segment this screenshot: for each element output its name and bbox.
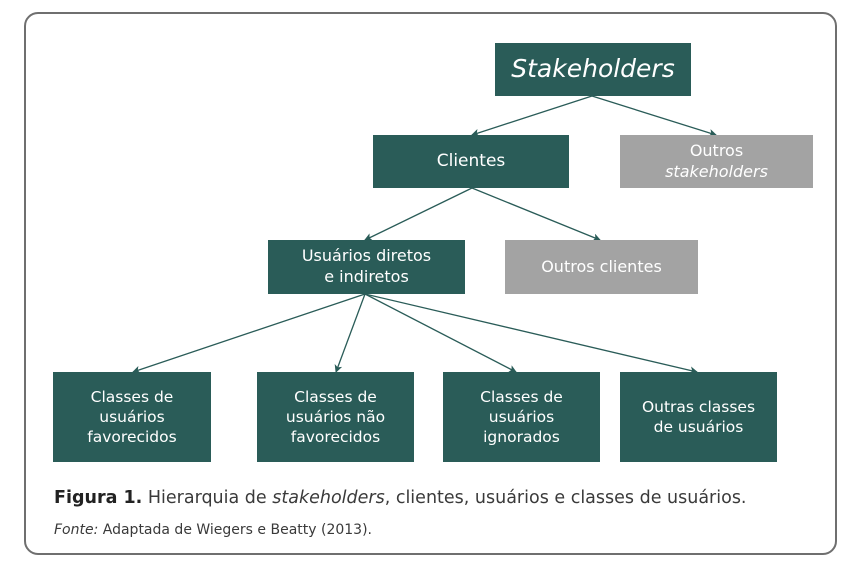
node-classes-ignorados-line3: ignorados <box>483 428 560 447</box>
node-classes-nao-favorecidos-line1: Classes de <box>294 387 377 406</box>
caption-label: Figura 1. <box>54 488 143 508</box>
node-outros-stakeholders: Outros stakeholders <box>620 135 813 188</box>
node-outras-classes-line2: de usuários <box>653 418 744 436</box>
node-clientes: Clientes <box>373 135 569 188</box>
node-outras-classes: Outras classes de usuários <box>620 372 777 462</box>
node-classes-favorecidos-line1: Classes de <box>90 387 174 406</box>
node-classes-favorecidos-line3: favorecidos <box>87 428 177 447</box>
node-classes-favorecidos: Classes de usuários favorecidos <box>53 372 211 462</box>
edge-stakeholders-outros-stakeholders <box>591 95 717 137</box>
edge-clientes-outros-clientes <box>471 187 601 242</box>
node-outros-clientes-label: Outros clientes <box>541 256 662 276</box>
node-classes-nao-favorecidos: Classes de usuários não favorecidos <box>257 372 414 462</box>
edge-usuarios-classes-favorecidos <box>132 293 366 374</box>
edge-usuarios-outras-classes <box>364 293 698 375</box>
node-classes-nao-favorecidos-line3: favorecidos <box>290 428 381 447</box>
node-outros-stakeholders-line2: stakeholders <box>665 161 768 181</box>
node-usuarios-diretos-indiretos: Usuários diretos e indiretos <box>268 240 465 294</box>
node-stakeholders: Stakeholders <box>495 43 691 96</box>
figure-frame <box>24 12 837 555</box>
node-clientes-label: Clientes <box>436 151 506 172</box>
edge-usuarios-classes-nao-favorecidos <box>334 293 366 373</box>
source-text: Adaptada de Wiegers e Beatty (2013). <box>98 522 372 538</box>
edge-stakeholders-clientes <box>471 95 593 137</box>
caption-text-italic: stakeholders <box>272 488 385 508</box>
edge-clientes-usuarios <box>364 187 473 241</box>
node-outras-classes-line1: Outras classes <box>641 397 756 416</box>
figure-caption: Figura 1. Hierarquia de stakeholders, cl… <box>54 488 747 508</box>
figure-source: Fonte: Adaptada de Wiegers e Beatty (201… <box>54 522 372 538</box>
node-classes-ignorados-line2: usuários <box>488 407 555 426</box>
node-usuarios-line1: Usuários diretos <box>301 246 432 266</box>
node-classes-ignorados: Classes de usuários ignorados <box>443 372 600 462</box>
node-classes-ignorados-line1: Classes de <box>480 387 563 406</box>
node-classes-favorecidos-line2: usuários <box>99 407 165 426</box>
caption-text-after: , clientes, usuários e classes de usuári… <box>384 488 747 508</box>
node-classes-nao-favorecidos-line2: usuários não <box>285 407 386 426</box>
source-label: Fonte: <box>54 522 99 538</box>
edge-usuarios-classes-ignorados <box>364 293 517 373</box>
caption-text-before: Hierarquia de <box>142 488 273 508</box>
node-stakeholders-label: Stakeholders <box>511 54 675 84</box>
node-outros-stakeholders-line1: Outros <box>689 140 744 160</box>
node-outros-clientes: Outros clientes <box>505 240 698 294</box>
node-usuarios-line2: e indiretos <box>324 267 409 286</box>
